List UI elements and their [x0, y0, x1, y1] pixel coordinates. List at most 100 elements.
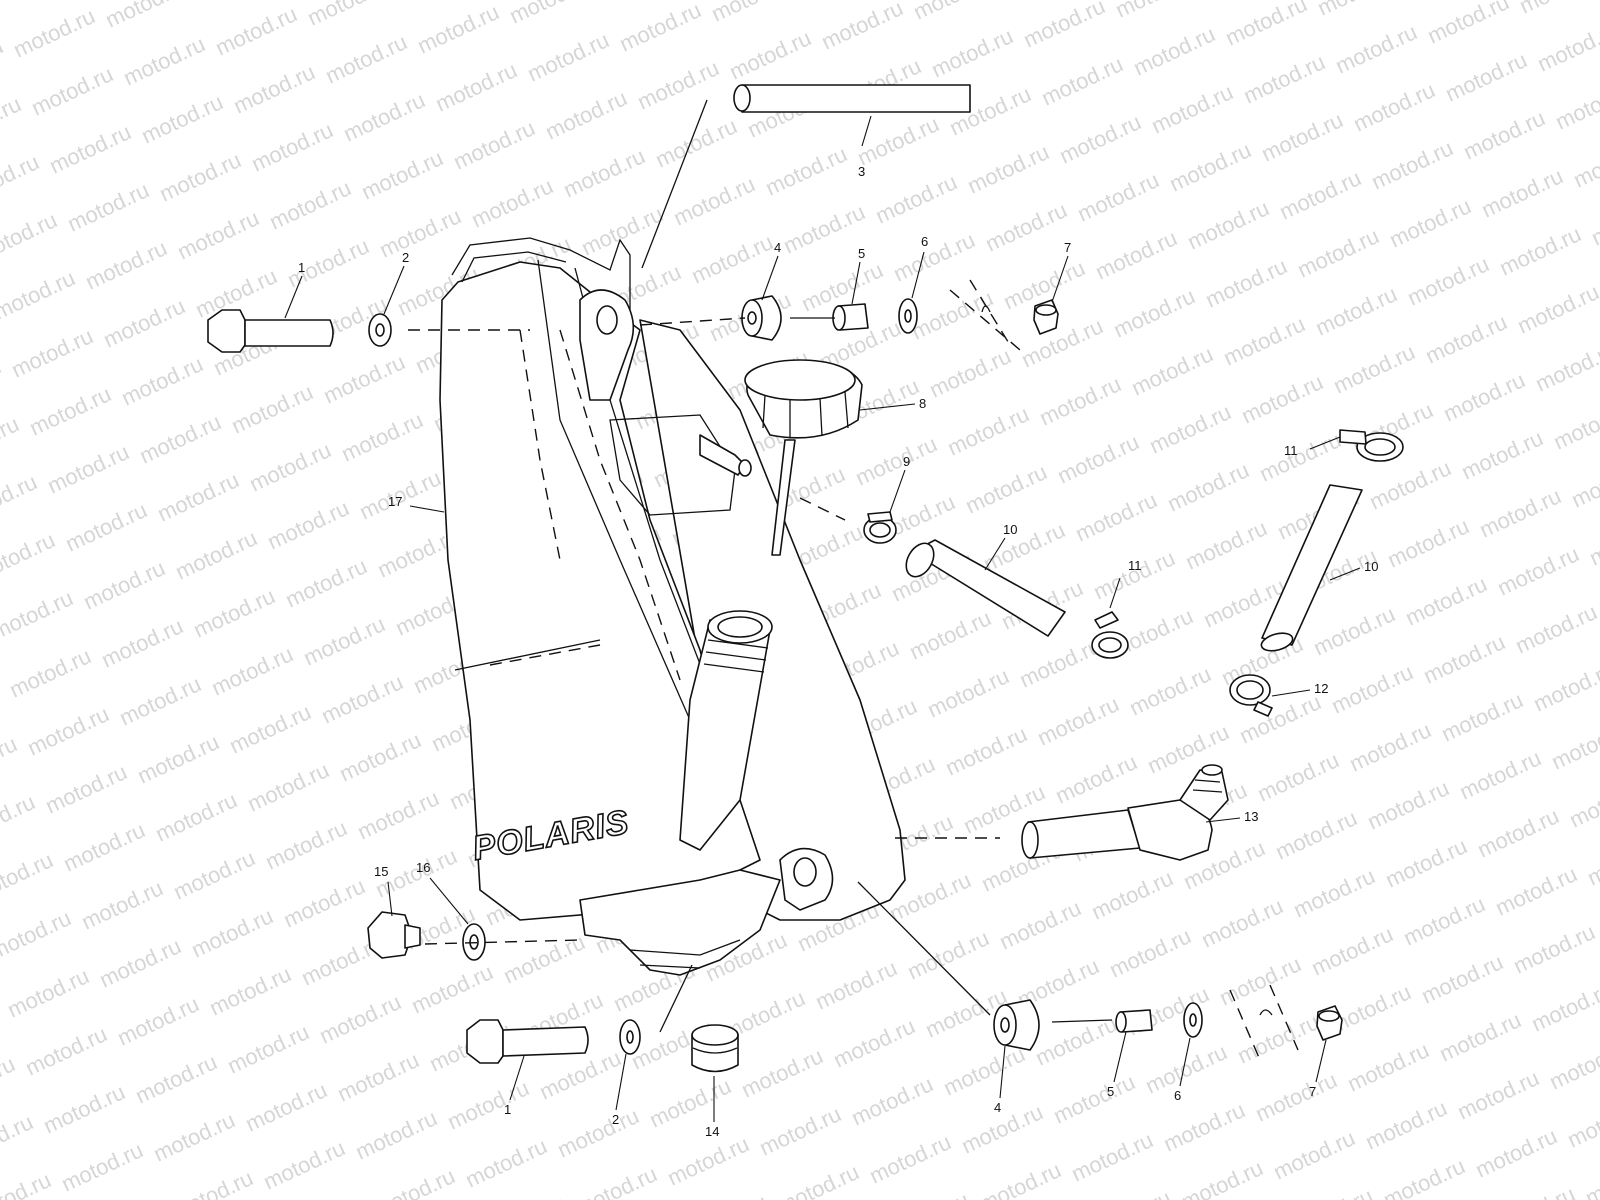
watermark-text: motod.ru	[100, 293, 189, 352]
watermark-text: motod.ru	[1584, 831, 1600, 890]
watermark-text: motod.ru	[0, 353, 5, 412]
watermark-text: motod.ru	[1516, 0, 1600, 19]
watermark-text: motod.ru	[1128, 341, 1217, 400]
watermark-text: motod.ru	[1182, 515, 1271, 574]
watermark-text: motod.ru	[664, 1131, 753, 1190]
watermark-text: motod.ru	[338, 407, 427, 466]
watermark-text: motod.ru	[1056, 109, 1145, 168]
watermark-text: motod.ru	[1492, 861, 1581, 920]
watermark-text: motod.ru	[168, 1165, 257, 1200]
watermark-text: motod.ru	[44, 439, 133, 498]
washer-16	[462, 923, 486, 961]
watermark-text: motod.ru	[1366, 455, 1455, 514]
watermark-text: motod.ru	[1382, 833, 1471, 892]
watermark-text: motod.ru	[1458, 425, 1547, 484]
callout-leaders	[284, 115, 1361, 1122]
watermark-text: motod.ru	[26, 381, 115, 440]
watermark-text: motod.ru	[1546, 1035, 1600, 1094]
watermark-text: motod.ru	[1216, 951, 1305, 1010]
callout-2-bottom: 2	[612, 1112, 619, 1127]
watermark-text: motod.ru	[1548, 715, 1600, 774]
watermark-text: motod.ru	[1310, 601, 1399, 660]
watermark-text: motod.ru	[1418, 949, 1507, 1008]
watermark-text: motod.ru	[1238, 369, 1327, 428]
watermark-text: motod.ru	[1308, 921, 1397, 980]
watermark-text: motod.ru	[1566, 773, 1600, 832]
watermark-text: motod.ru	[1344, 1037, 1433, 1096]
callout-1-top: 1	[298, 260, 305, 275]
watermark-text: motod.ru	[1346, 717, 1435, 776]
watermark-text: motod.ru	[1528, 977, 1600, 1036]
watermark-text: motod.ru	[958, 1099, 1047, 1158]
assembly-lines	[408, 99, 1299, 1061]
watermark-text: motod.ru	[462, 1133, 551, 1192]
callout-8: 8	[919, 396, 926, 411]
watermark-text: motod.ru	[940, 1041, 1029, 1100]
watermark-text: motod.ru	[0, 585, 77, 644]
watermark-text: motod.ru	[1530, 657, 1600, 716]
watermark-text: motod.ru	[188, 903, 277, 962]
watermark-text: motod.ru	[560, 143, 649, 202]
watermark-text: motod.ru	[646, 1073, 735, 1132]
clamp-11-upper	[1339, 429, 1404, 462]
callout-11-upper: 11	[1284, 443, 1298, 458]
watermark-text: motod.ru	[0, 411, 23, 470]
callout-9: 9	[903, 454, 910, 469]
callout-2-top: 2	[402, 250, 409, 265]
watermark-text: motod.ru	[0, 33, 7, 92]
watermark-text: motod.ru	[354, 785, 443, 844]
watermark-text: motod.ru	[264, 495, 353, 554]
callout-7-bottom: 7	[1309, 1084, 1316, 1099]
watermark-text: motod.ru	[318, 669, 407, 728]
watermark-text: motod.ru	[500, 929, 589, 988]
watermark-text: motod.ru	[138, 89, 227, 148]
watermark-text: motod.ru	[1472, 1123, 1561, 1182]
watermark-text: motod.ru	[0, 91, 25, 150]
watermark-text: motod.ru	[4, 963, 93, 1022]
watermark-text: motod.ru	[46, 119, 135, 178]
watermark-text: motod.ru	[1328, 659, 1417, 718]
watermark-text: motod.ru	[0, 993, 1, 1052]
watermark-text: motod.ru	[248, 117, 337, 176]
watermark-text: motod.ru	[0, 265, 79, 324]
watermark-text: motod.ru	[42, 759, 131, 818]
watermark-text: motod.ru	[1422, 309, 1511, 368]
watermark-text: motod.ru	[1038, 51, 1127, 110]
clamp-9	[863, 511, 897, 544]
watermark-text: motod.ru	[0, 207, 61, 266]
watermark-text: motod.ru	[1420, 629, 1509, 688]
watermark-text: motod.ru	[854, 111, 943, 170]
watermark-text: motod.ru	[304, 0, 393, 31]
watermark-text: motod.ru	[396, 0, 485, 1]
watermark-text: motod.ru	[1272, 805, 1361, 864]
watermark-text: motod.ru	[76, 1195, 165, 1200]
watermark-text: motod.ru	[830, 1013, 919, 1072]
bolt-1-bottom	[466, 1019, 589, 1064]
watermark-text: motod.ru	[1496, 221, 1585, 280]
watermark-text: motod.ru	[340, 87, 429, 146]
grommet-4-bottom	[993, 999, 1040, 1051]
grommet-4-top	[741, 295, 782, 341]
watermark-text: motod.ru	[152, 787, 241, 846]
watermark-text: motod.ru	[62, 497, 151, 556]
watermark-text: motod.ru	[194, 0, 283, 3]
watermark-text: motod.ru	[1476, 483, 1565, 542]
watermark-text: motod.ru	[1456, 745, 1545, 804]
watermark-text: motod.ru	[910, 0, 999, 25]
watermark-text: motod.ru	[652, 113, 741, 172]
watermark-text: motod.ru	[1424, 0, 1513, 49]
watermark-text: motod.ru	[242, 1077, 331, 1136]
watermark-text: motod.ru	[116, 671, 205, 730]
washer-2-bottom	[619, 1019, 641, 1055]
watermark-text: motod.ru	[578, 201, 667, 260]
watermark-text: motod.ru	[1090, 545, 1179, 604]
watermark-text: motod.ru	[1018, 313, 1107, 372]
watermark-text: motod.ru	[1072, 487, 1161, 546]
watermark-text: motod.ru	[688, 229, 777, 288]
watermark-text: motod.ru	[78, 875, 167, 934]
watermark-text: motod.ru	[0, 673, 3, 732]
watermark-text: motod.ru	[926, 343, 1015, 402]
callout-12: 12	[1314, 681, 1328, 696]
callout-17: 17	[388, 494, 402, 509]
